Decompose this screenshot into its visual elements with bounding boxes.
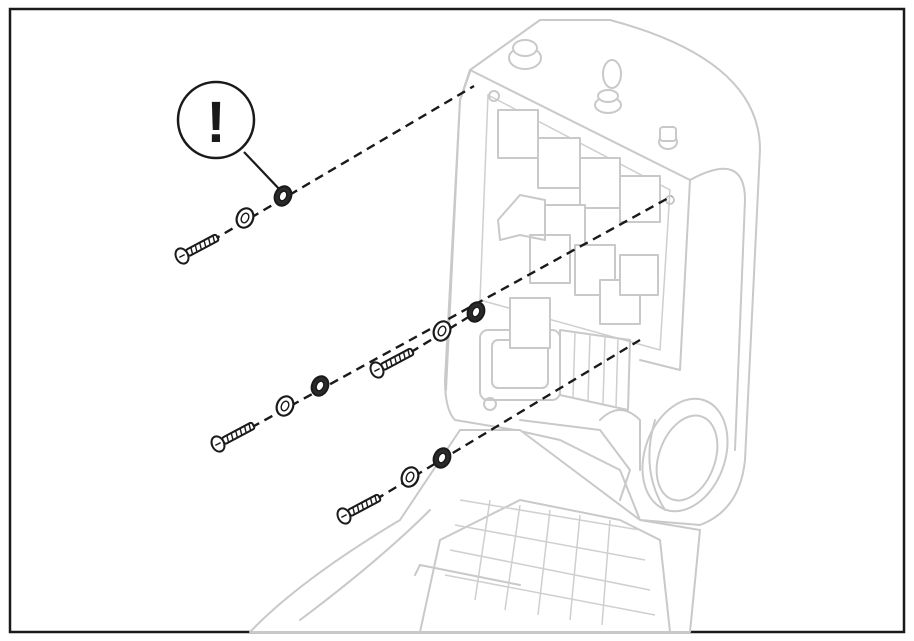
screw-icon <box>336 493 382 525</box>
attention-callout: ! <box>176 80 283 193</box>
washer-icon <box>432 320 452 342</box>
screw-set-4 <box>336 447 452 525</box>
sealing-washer-icon <box>432 447 452 469</box>
screw-set-2 <box>210 375 330 453</box>
screw-icon <box>210 421 256 453</box>
exclamation-circle-icon <box>176 80 256 160</box>
callout-leader-line <box>243 151 283 193</box>
charger-housing <box>444 19 761 526</box>
washer-icon <box>235 207 255 229</box>
screw-set-3 <box>369 301 486 379</box>
washer-icon <box>275 395 295 417</box>
washer-icon <box>400 466 420 488</box>
screw-icon <box>369 347 415 379</box>
exclamation-mark: ! <box>206 90 225 155</box>
front-cover <box>249 429 701 633</box>
sealing-washer-icon <box>466 301 486 323</box>
sealing-washer-icon <box>273 185 293 207</box>
screw-set-1 <box>174 185 293 265</box>
sealing-washer-icon <box>310 375 330 397</box>
screw-icon <box>174 233 220 265</box>
